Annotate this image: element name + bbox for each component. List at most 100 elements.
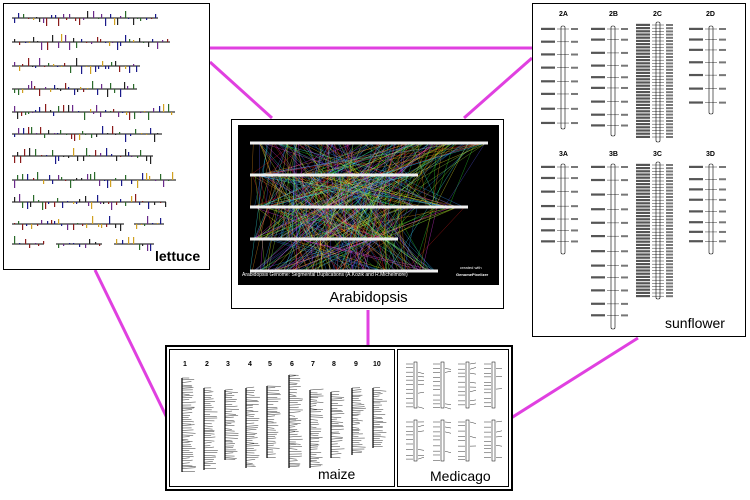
marker-tick xyxy=(83,156,85,161)
marker-tick xyxy=(31,81,33,89)
marker-tick xyxy=(67,201,69,202)
marker-label-text xyxy=(636,23,650,26)
marker-tick xyxy=(38,200,40,202)
linkage-bar xyxy=(655,21,661,143)
marker-tick xyxy=(137,180,139,188)
marker-tick xyxy=(142,173,144,180)
duplication-line xyxy=(313,142,363,176)
marker-position-text xyxy=(571,107,578,110)
marker-line xyxy=(224,452,234,454)
marker-tick xyxy=(66,18,68,20)
marker-position-text xyxy=(621,124,628,127)
duplication-line xyxy=(267,238,371,272)
marker-line xyxy=(288,435,302,438)
marker-position-text xyxy=(666,176,673,179)
marker-tick xyxy=(35,149,37,156)
marker-tick xyxy=(140,112,142,113)
marker-position-text xyxy=(666,276,673,278)
medicago-linkage-map xyxy=(406,361,503,462)
marker-line xyxy=(203,391,214,393)
marker-tick xyxy=(60,89,62,91)
marker-line xyxy=(351,389,362,391)
marker-line xyxy=(309,416,324,418)
duplication-line xyxy=(286,206,296,240)
duplication-line xyxy=(270,238,375,272)
marker-tick xyxy=(120,89,122,97)
marker-line xyxy=(245,429,257,431)
linkage-bar xyxy=(655,161,661,300)
marker-line xyxy=(444,450,452,453)
marker-label-text xyxy=(591,289,605,292)
marker-tick xyxy=(96,105,98,112)
marker-tick xyxy=(150,156,152,164)
marker-line xyxy=(288,397,303,400)
duplication-line xyxy=(295,206,457,240)
maize-chr-6: 6 xyxy=(290,361,294,368)
marker-tick xyxy=(43,241,45,244)
marker-line xyxy=(181,441,190,444)
marker-tick xyxy=(18,13,20,18)
marker-tick xyxy=(33,178,35,180)
marker-tick xyxy=(105,42,107,43)
marker-label-text xyxy=(636,224,650,227)
marker-line xyxy=(224,423,232,425)
marker-position-text xyxy=(666,186,673,189)
marker-position-text xyxy=(666,240,673,243)
marker-tick xyxy=(25,112,27,115)
marker-position-text xyxy=(666,250,673,253)
duplication-line xyxy=(292,174,320,272)
marker-line xyxy=(469,367,477,370)
marker-line xyxy=(266,444,274,447)
marker-line xyxy=(330,448,345,450)
marker-line xyxy=(309,393,322,395)
marker-label-text xyxy=(541,92,555,95)
marker-tick xyxy=(149,176,151,180)
duplication-line xyxy=(260,174,270,208)
marker-position-text xyxy=(666,59,673,62)
marker-tick xyxy=(18,221,20,224)
marker-tick xyxy=(115,178,117,180)
duplication-line xyxy=(292,142,295,240)
marker-line xyxy=(245,449,257,452)
marker-position-text xyxy=(621,221,628,224)
marker-label-text xyxy=(689,165,703,168)
marker-tick xyxy=(58,244,60,248)
marker-label-text xyxy=(591,178,605,182)
marker-tick xyxy=(101,84,103,89)
marker-line xyxy=(181,407,194,410)
marker-line xyxy=(417,391,425,394)
marker-tick xyxy=(92,216,94,224)
marker-position-text xyxy=(666,253,673,256)
group-2a-header: 2A xyxy=(559,11,568,18)
marker-tick xyxy=(47,221,49,224)
marker-tick xyxy=(139,202,141,205)
marker-position-text xyxy=(666,100,673,103)
duplication-line xyxy=(320,238,323,272)
marker-tick xyxy=(95,66,97,72)
marker-tick xyxy=(63,105,65,112)
marker-tick xyxy=(32,112,34,113)
marker-position-text xyxy=(621,113,628,116)
marker-tick xyxy=(72,105,74,112)
marker-tick xyxy=(70,66,72,73)
marker-line xyxy=(224,415,239,417)
marker-line xyxy=(330,424,344,427)
marker-tick xyxy=(77,156,79,161)
marker-line xyxy=(309,463,323,466)
duplication-line xyxy=(266,174,407,272)
maize-chr-9: 9 xyxy=(354,361,358,368)
marker-line xyxy=(224,419,235,422)
marker-tick xyxy=(129,39,131,42)
maize-chr-5: 5 xyxy=(268,361,272,368)
marker-tick xyxy=(114,89,116,93)
marker-line xyxy=(224,457,237,459)
duplication-line xyxy=(266,206,338,240)
marker-line xyxy=(181,399,190,401)
marker-tick xyxy=(61,66,63,67)
marker-label-text xyxy=(636,237,650,240)
marker-tick xyxy=(135,194,137,202)
marker-line xyxy=(469,399,477,402)
marker-line xyxy=(288,391,297,394)
marker-tick xyxy=(91,42,93,44)
marker-label-text xyxy=(636,240,650,243)
